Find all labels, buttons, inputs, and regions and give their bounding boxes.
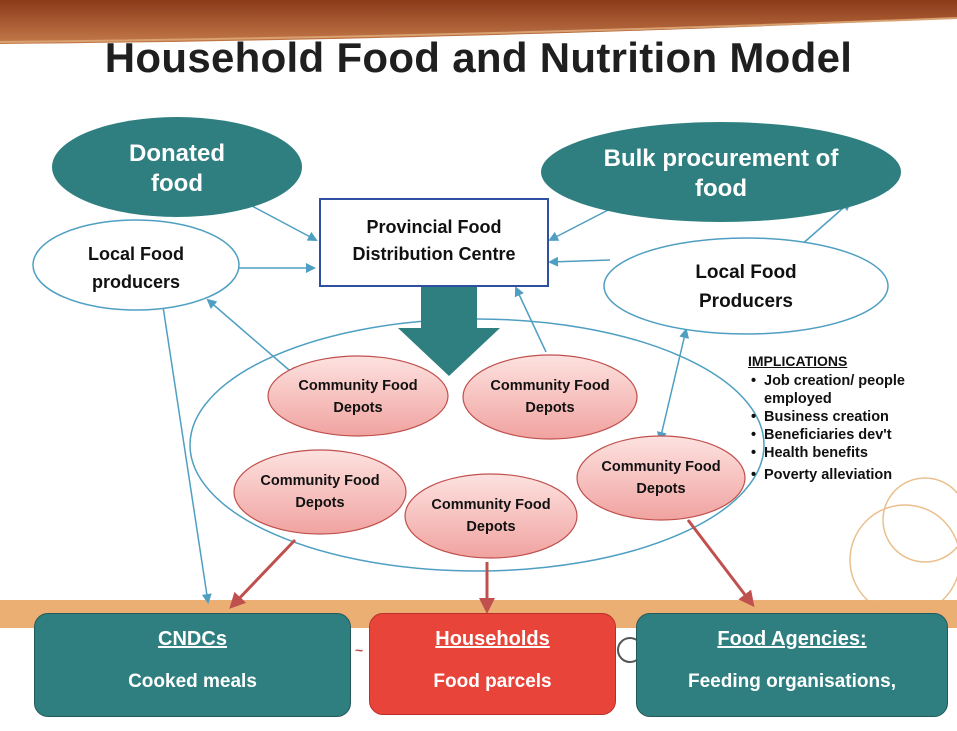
decor-circles — [849, 477, 957, 616]
depot-nodes — [233, 354, 746, 559]
cndcs-heading: CNDCs — [158, 628, 227, 650]
header-band — [0, 0, 957, 44]
donated-food-label: Donated food — [129, 140, 225, 197]
households-box: Households Food parcels — [369, 613, 616, 715]
output-arrows — [229, 519, 755, 614]
bulk-procurement-node — [541, 122, 901, 222]
depot-node — [267, 355, 449, 437]
header-stripe — [0, 17, 957, 43]
depot-node — [233, 449, 407, 535]
distribution-centre-node — [319, 198, 549, 287]
cndcs-box: CNDCs Cooked meals — [34, 613, 351, 717]
implication-item: Health benefits — [751, 444, 948, 462]
implications-list: Job creation/ people employed Business c… — [748, 372, 948, 484]
flow-arrows — [161, 200, 852, 604]
local-producers-left-label: Local Food producers — [88, 244, 184, 292]
households-heading: Households — [435, 628, 550, 650]
implication-item: Poverty alleviation — [751, 466, 948, 484]
depot-node — [576, 435, 746, 521]
arrow-localleft-depot — [206, 298, 298, 378]
depot-node — [404, 473, 578, 559]
depot-label: Community Food Depots — [431, 497, 551, 535]
distribution-centre-label: Provincial Food Distribution Centre — [352, 217, 516, 264]
cndcs-sub: Cooked meals — [128, 671, 257, 692]
implications-heading: IMPLICATIONS — [748, 353, 848, 369]
logo-fragment-icon: ~ — [355, 642, 363, 658]
arrow-depot-to-cndcs — [229, 538, 297, 609]
implications-panel: IMPLICATIONS Job creation/ people employ… — [748, 352, 948, 484]
local-producers-left-node — [32, 219, 240, 311]
implication-item: Business creation — [751, 408, 948, 426]
depot-node — [462, 354, 638, 440]
arrow-depot-to-agencies — [686, 519, 755, 608]
food-agencies-heading: Food Agencies: — [717, 628, 867, 650]
depot-label: Community Food Depots — [490, 378, 610, 416]
arrow-donated-to-centre — [251, 205, 318, 241]
depot-label: Community Food Depots — [260, 473, 380, 511]
page-title: Household Food and Nutrition Model — [104, 34, 853, 81]
implication-item: Job creation/ people employed — [751, 372, 948, 408]
local-producers-right-label: Local Food Producers — [695, 262, 797, 312]
donated-food-node — [52, 117, 302, 217]
centre-down-arrow — [398, 286, 500, 376]
implication-item: Beneficiaries dev't — [751, 426, 948, 444]
households-sub: Food parcels — [433, 671, 552, 692]
arrow-depot-to-centre — [514, 286, 547, 353]
arrow-localleft-to-cndcs — [161, 299, 212, 604]
arrow-localright-to-bulk — [799, 200, 852, 247]
depot-label: Community Food Depots — [601, 459, 721, 497]
local-producers-right-node — [603, 237, 889, 335]
food-agencies-box: Food Agencies: Feeding organisations, — [636, 613, 948, 717]
food-agencies-sub: Feeding organisations, — [688, 671, 896, 692]
arrow-localright-to-centre — [548, 256, 611, 267]
arrow-bulk-to-centre — [548, 207, 613, 241]
depot-label: Community Food Depots — [298, 378, 418, 416]
bulk-procurement-label: Bulk procurement of food — [603, 145, 839, 202]
arrow-localright-depot — [656, 328, 690, 442]
